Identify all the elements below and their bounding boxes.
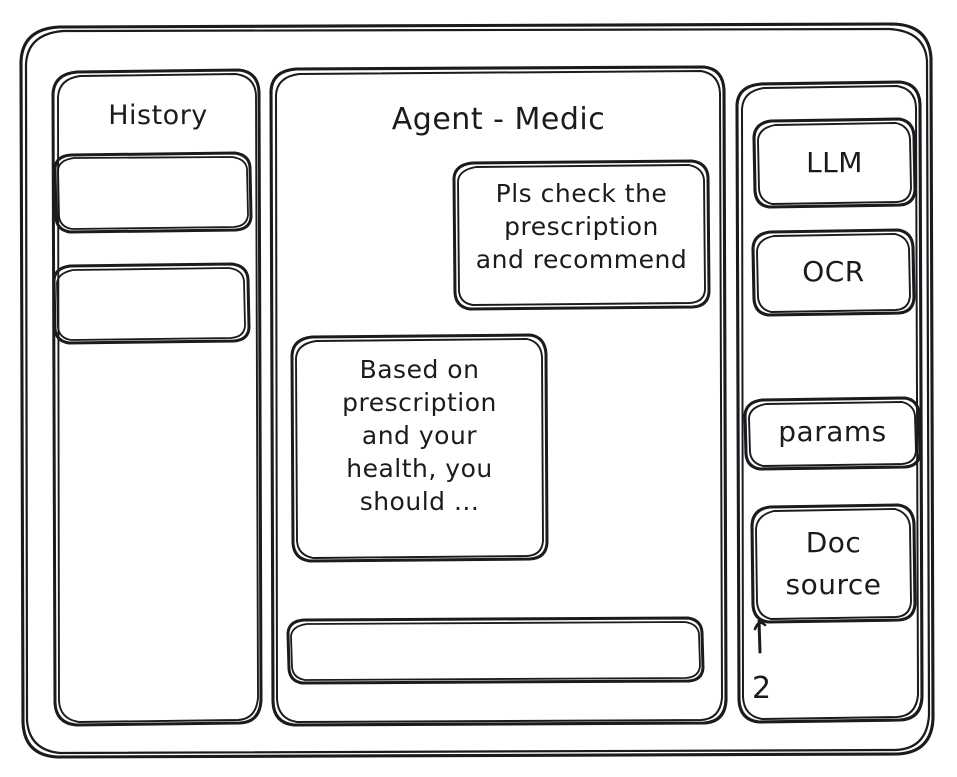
message-bubble-user[interactable]: Pls check the prescription and recommend bbox=[454, 161, 709, 309]
sidebar-item-history-1[interactable] bbox=[55, 153, 251, 232]
tool-button-ocr[interactable]: OCR bbox=[753, 230, 914, 315]
doc-source-item-2[interactable]: 2 bbox=[752, 665, 812, 709]
message-bubble-assistant[interactable]: Based on prescription and your health, y… bbox=[292, 335, 547, 561]
doc-source-item-1[interactable]: 1 bbox=[748, 616, 808, 658]
message-input[interactable] bbox=[288, 618, 703, 683]
tool-button-params[interactable]: params bbox=[745, 398, 920, 469]
user-message-text: Pls check the prescription and recommend bbox=[475, 179, 688, 274]
tool-button-llm-label: LLM bbox=[806, 146, 863, 179]
page-title: Agent - Medic bbox=[391, 102, 606, 137]
doc-source-card[interactable]: Doc source bbox=[752, 505, 915, 622]
assistant-message-text: Based on prescription and your health, y… bbox=[342, 355, 497, 516]
tool-button-ocr-label: OCR bbox=[802, 255, 865, 288]
sidebar-item-history-2[interactable] bbox=[54, 264, 249, 343]
tool-button-params-label: params bbox=[778, 415, 887, 448]
doc-source-item-2-label: 2 bbox=[752, 671, 772, 706]
history-panel-title: History bbox=[108, 100, 208, 131]
tool-button-llm[interactable]: LLM bbox=[754, 119, 915, 207]
doc-source-label: Doc source bbox=[785, 526, 882, 601]
